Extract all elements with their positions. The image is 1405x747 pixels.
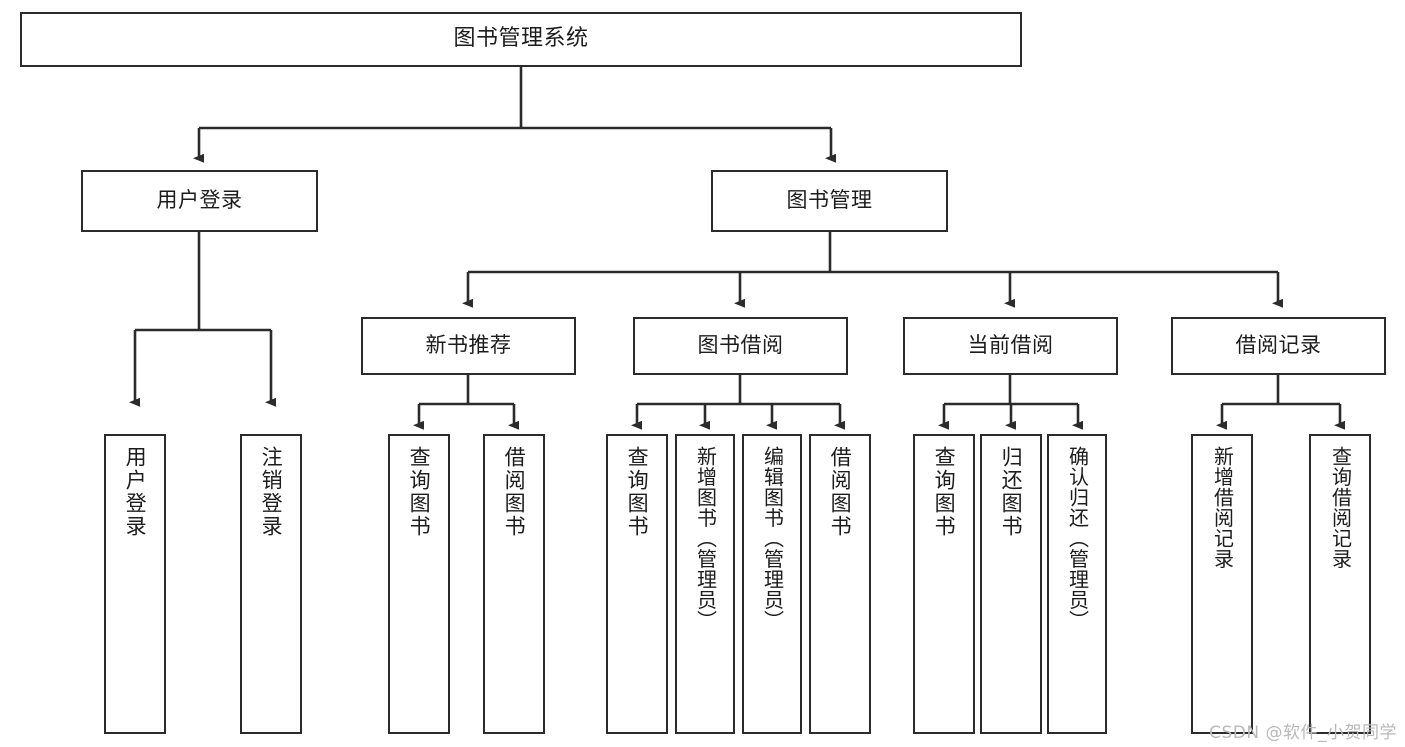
- node-book-management[interactable]: 图书管理: [711, 170, 948, 232]
- leaf-add-borrow-record[interactable]: 新增借阅记录: [1191, 434, 1253, 734]
- leaf-borrow-book-recommend[interactable]: 借阅图书: [483, 434, 545, 734]
- node-label: 注销登录: [259, 446, 284, 538]
- node-label: 归还图书: [999, 446, 1024, 538]
- leaf-edit-book-admin[interactable]: 编辑图书（管理员）: [742, 434, 802, 734]
- leaf-logout[interactable]: 注销登录: [240, 434, 302, 734]
- leaf-confirm-return-admin[interactable]: 确认归还（管理员）: [1047, 434, 1107, 734]
- node-label: 新书推荐: [425, 333, 512, 358]
- node-label: 查询借阅记录: [1328, 446, 1353, 569]
- node-label: 图书管理: [786, 188, 873, 213]
- node-label: 查询图书: [932, 446, 957, 538]
- node-label: 借阅记录: [1235, 333, 1322, 358]
- node-root-book-management-system[interactable]: 图书管理系统: [20, 12, 1022, 67]
- node-label: 确认归还（管理员）: [1065, 446, 1090, 631]
- node-label: 借阅图书: [828, 446, 853, 538]
- node-new-book-recommend[interactable]: 新书推荐: [361, 317, 576, 375]
- leaf-borrow-book[interactable]: 借阅图书: [809, 434, 871, 734]
- leaf-user-login[interactable]: 用户登录: [104, 434, 166, 734]
- leaf-query-book-current[interactable]: 查询图书: [913, 434, 975, 734]
- node-label: 用户登录: [156, 188, 243, 213]
- node-label: 查询图书: [625, 446, 650, 538]
- leaf-return-book[interactable]: 归还图书: [980, 434, 1042, 734]
- leaf-query-borrow-record[interactable]: 查询借阅记录: [1309, 434, 1371, 734]
- node-borrow-record[interactable]: 借阅记录: [1171, 317, 1386, 375]
- leaf-query-book-borrow[interactable]: 查询图书: [606, 434, 668, 734]
- node-label: 新增图书（管理员）: [693, 446, 718, 631]
- node-label: 编辑图书（管理员）: [760, 446, 785, 631]
- node-label: 借阅图书: [502, 446, 527, 538]
- node-label: 查询图书: [407, 446, 432, 538]
- node-label: 新增借阅记录: [1210, 446, 1235, 569]
- node-user-login[interactable]: 用户登录: [81, 170, 318, 232]
- node-book-borrow[interactable]: 图书借阅: [633, 317, 848, 375]
- leaf-add-book-admin[interactable]: 新增图书（管理员）: [675, 434, 735, 734]
- watermark: CSDN @软件_小贺同学: [1209, 723, 1397, 743]
- leaf-query-book-recommend[interactable]: 查询图书: [388, 434, 450, 734]
- node-current-borrow[interactable]: 当前借阅: [903, 317, 1118, 375]
- node-label: 图书管理系统: [453, 26, 589, 52]
- node-label: 当前借阅: [967, 333, 1054, 358]
- node-label: 用户登录: [123, 446, 148, 538]
- node-label: 图书借阅: [697, 333, 784, 358]
